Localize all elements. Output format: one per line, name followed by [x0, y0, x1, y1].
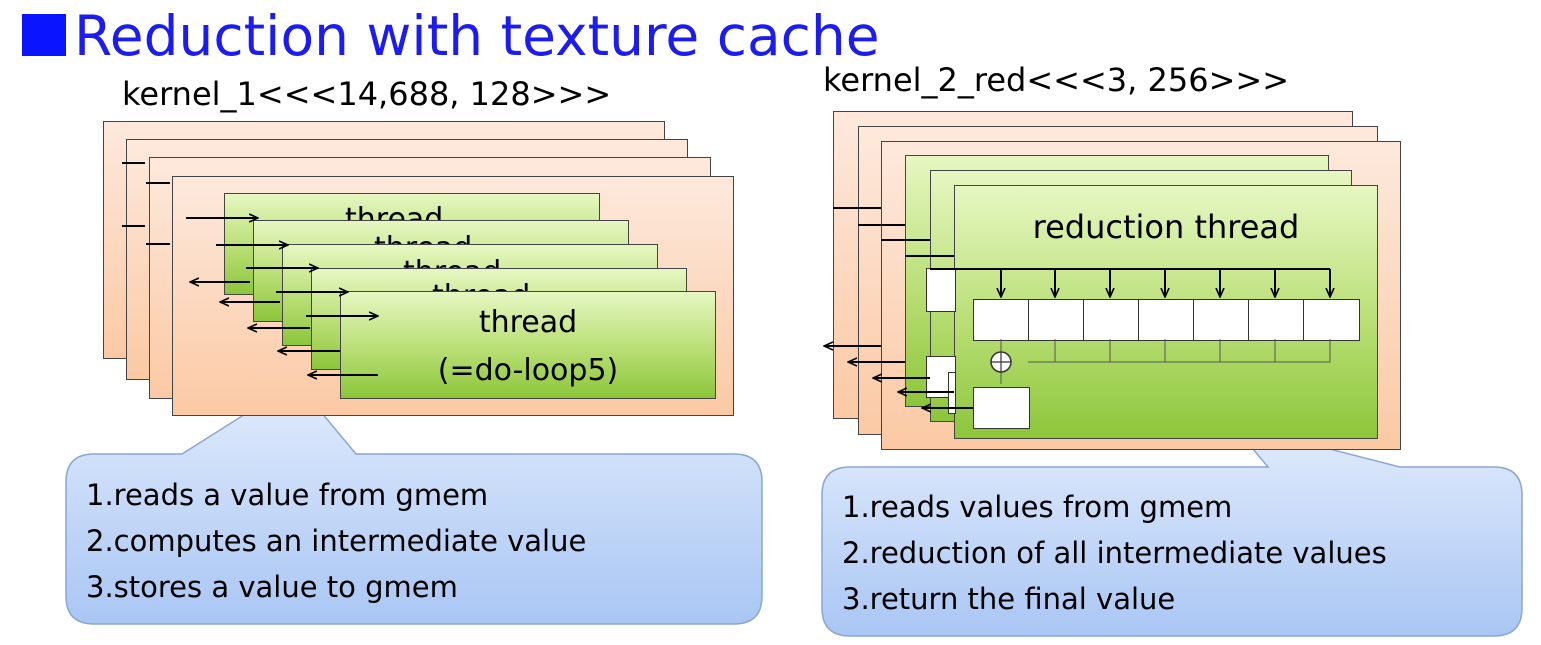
- result-cell: [973, 387, 1030, 429]
- title-bullet-square: [22, 14, 66, 56]
- kernel-1-label: kernel_1<<<14,688, 128>>>: [122, 75, 612, 113]
- left-callout-item-2: 2.computes an intermediate value: [86, 524, 587, 558]
- left-callout-item-1: 1.reads a value from gmem: [86, 478, 489, 512]
- left-thread-3-label: thread: [403, 255, 501, 271]
- left-thread-front: thread (=do-loop5): [340, 291, 716, 399]
- right-callout-item-1: 1.reads values from gmem: [842, 490, 1233, 524]
- left-thread-4-label: thread: [432, 279, 530, 293]
- input-cell-3: [1083, 299, 1140, 341]
- right-callout-list: 1.reads values from gmem 2.reduction of …: [842, 484, 1387, 622]
- right-callout-item-3: 3.return the final value: [842, 582, 1176, 616]
- left-callout-list: 1.reads a value from gmem 2.computes an …: [86, 472, 586, 610]
- input-cell-2: [1028, 299, 1085, 341]
- left-thread-2-label: thread: [374, 231, 472, 247]
- input-cell-5: [1193, 299, 1250, 341]
- left-thread-front-label: thread: [478, 305, 578, 340]
- left-callout-item-3: 3.stores a value to gmem: [86, 570, 458, 604]
- right-thread-front-label: reduction thread: [1032, 208, 1300, 246]
- kernel-2-label: kernel_2_red<<<3, 256>>>: [823, 61, 1289, 99]
- adder-plus-icon: [990, 351, 1012, 373]
- left-thread-1-label: thread: [345, 202, 444, 220]
- right-callout-item-2: 2.reduction of all intermediate values: [842, 536, 1387, 570]
- page-title: Reduction with texture cache: [74, 4, 880, 68]
- left-thread-front-sublabel: (=do-loop5): [437, 353, 619, 388]
- back-thread-box-1: [926, 268, 956, 312]
- input-cell-7: [1303, 299, 1360, 341]
- right-callout-bubble: [821, 422, 1523, 637]
- left-callout-bubble: [65, 381, 763, 625]
